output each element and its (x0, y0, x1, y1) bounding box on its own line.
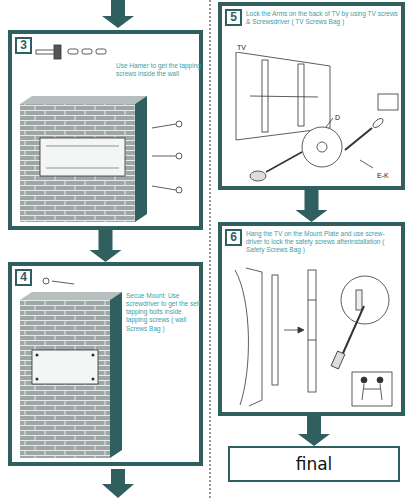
part-label: TV (236, 44, 247, 52)
step-number: 6 (225, 229, 242, 246)
step-box: 6Hang the TV on the Mount Plate and use … (218, 222, 405, 416)
divider-line (210, 0, 211, 500)
final-box: final (228, 446, 400, 482)
final-text: final (296, 455, 333, 474)
step-number: 3 (15, 37, 32, 54)
step-number: 4 (15, 269, 32, 286)
wall-illustration (20, 278, 122, 458)
step-box: 3Use Hamer to get the tapping screws ins… (8, 30, 203, 230)
tv-back-illustration (236, 52, 398, 181)
step-instruction: Use Hamer to get the tapping screws insi… (116, 62, 202, 78)
flow-arrow (298, 416, 330, 446)
part-label: D (334, 114, 341, 122)
flow-arrow (90, 230, 122, 262)
part-label: E-K (376, 172, 390, 180)
step-number: 5 (225, 9, 242, 26)
tv-hang-illustration (235, 268, 392, 406)
flow-arrow (296, 190, 328, 222)
step-instruction: Lock the Arms on the back of TV by using… (246, 10, 398, 26)
step-box: 5Lock the Arms on the back of TV by usin… (218, 2, 405, 190)
step-instruction: Secue Mount: Use screwdriver to get the … (126, 292, 202, 333)
flow-arrow (102, 0, 134, 28)
step-instruction: Hang the TV on the Mount Plate and use s… (246, 230, 398, 254)
step-box: 4Secue Mount: Use screwdriver to get the… (8, 262, 203, 466)
flow-arrow (102, 469, 134, 498)
